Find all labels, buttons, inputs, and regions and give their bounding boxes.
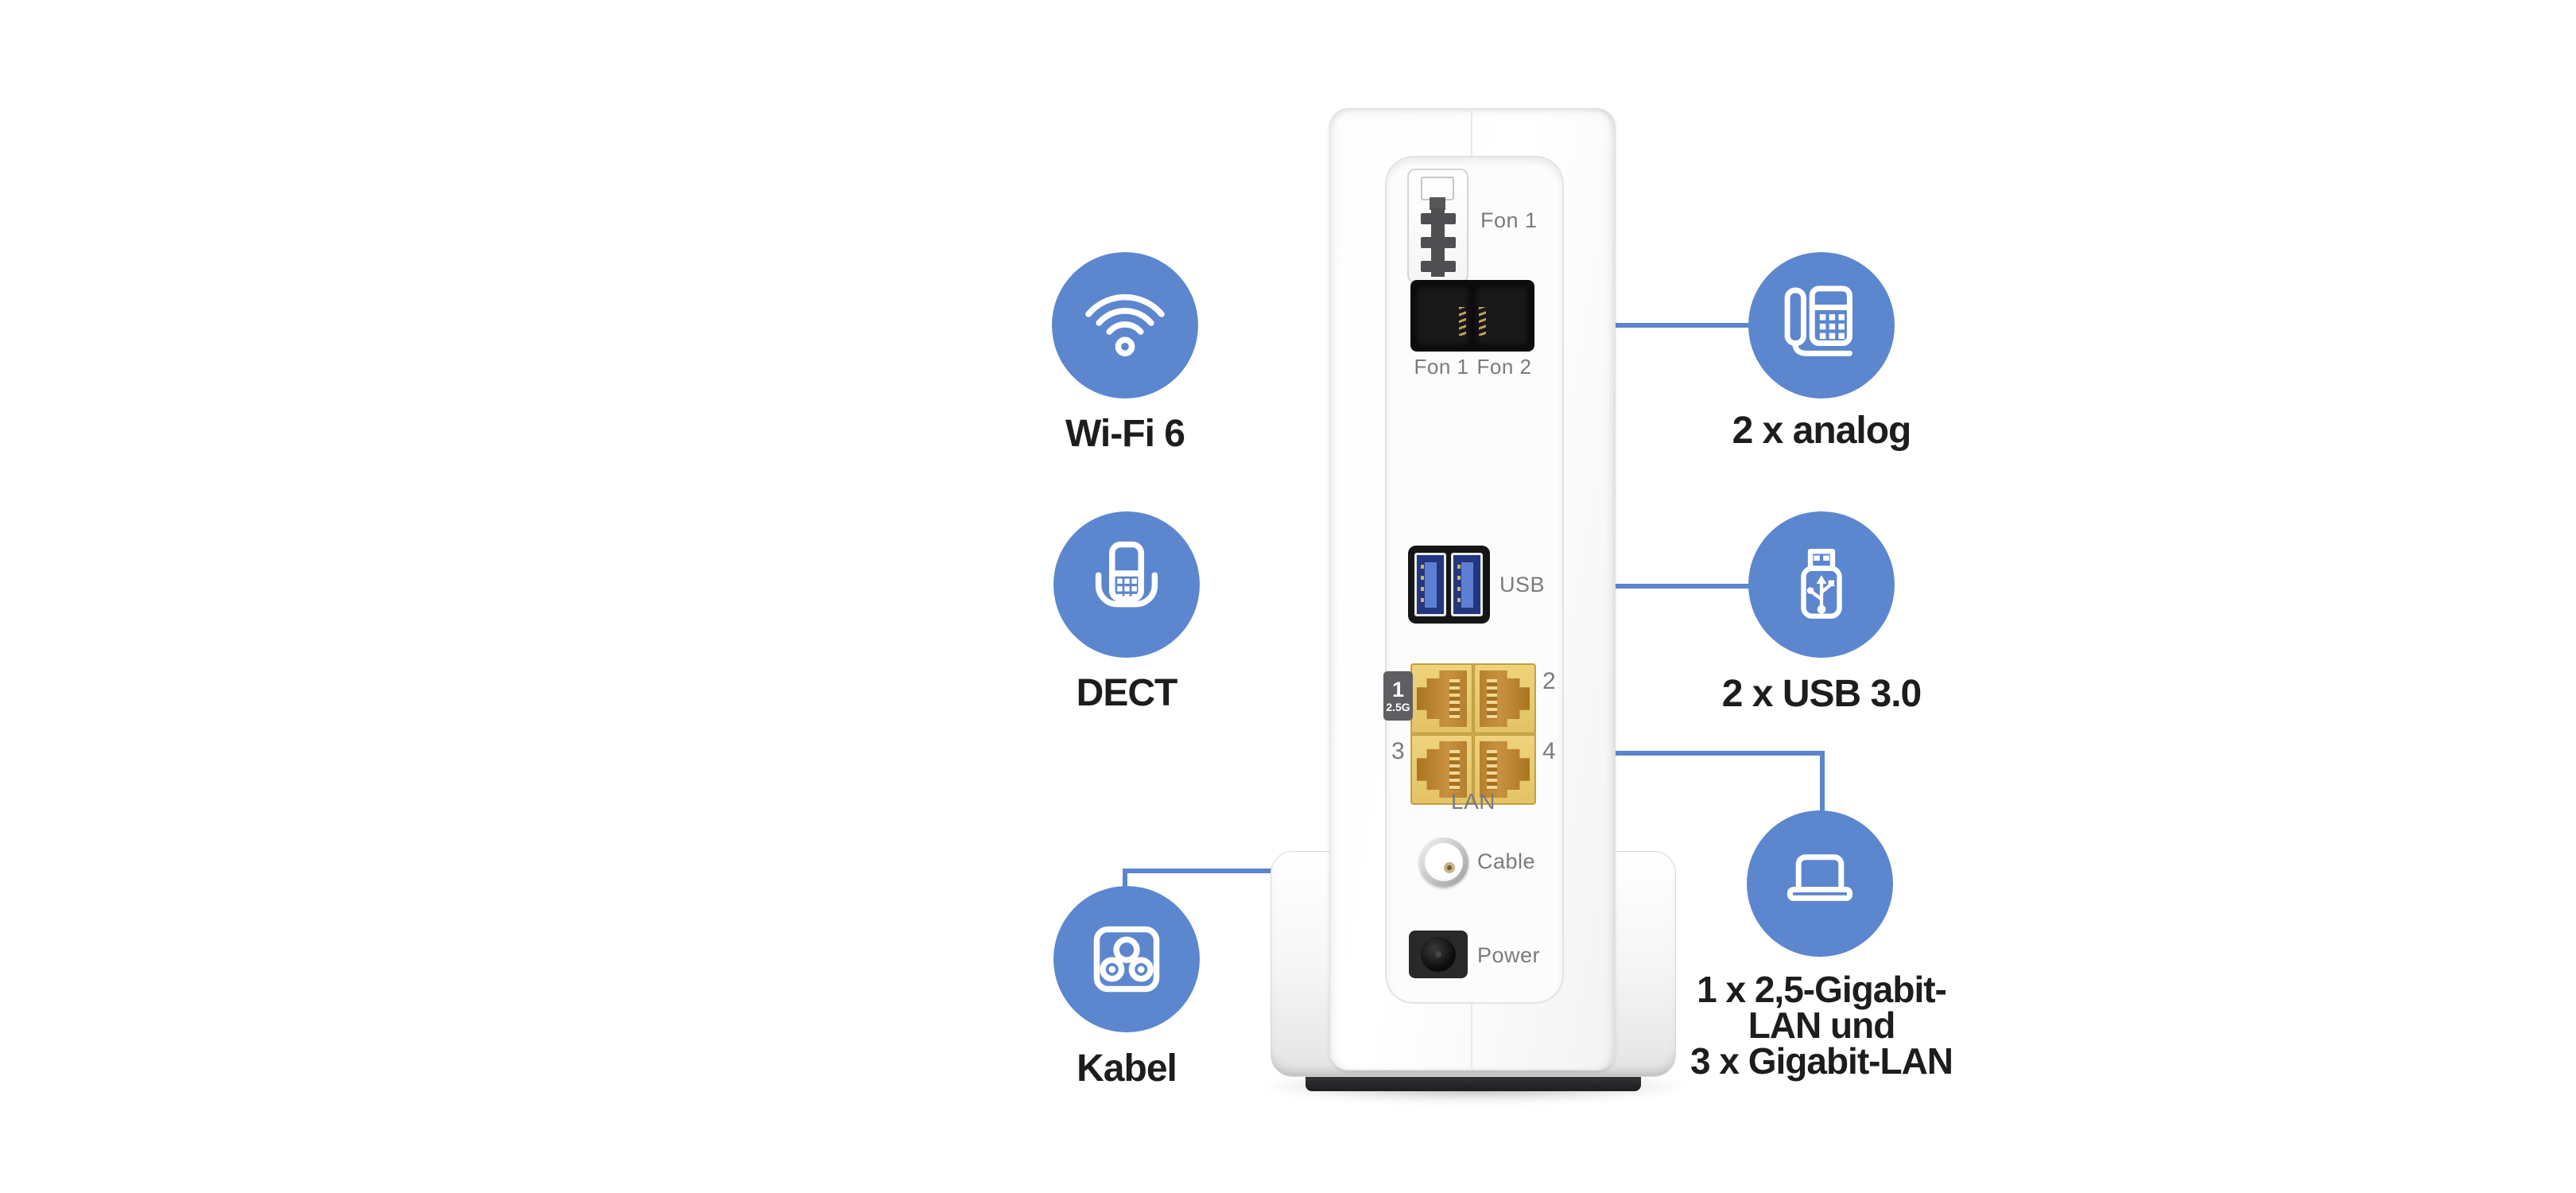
lan-port-4 — [1474, 735, 1535, 804]
lan-group-label: LAN — [1451, 789, 1496, 814]
feature-label-analog: 2 x analog — [1732, 410, 1912, 452]
usb-stick-icon — [1801, 548, 1842, 619]
cable-socket-icon — [1093, 926, 1160, 993]
feature-label-dect: DECT — [1076, 672, 1178, 714]
lan4-label: 4 — [1542, 738, 1557, 764]
callout-line-kabel-vertical — [1123, 869, 1127, 896]
power-jack — [1409, 931, 1468, 978]
feature-label-lan: 1 x 2,5-Gigabit- LAN und 3 x Gigabit-LAN — [1690, 969, 1953, 1082]
coax-cable-port — [1419, 837, 1468, 887]
lan3-label: 3 — [1391, 738, 1406, 764]
usb-port-1 — [1414, 553, 1446, 616]
usb-port-block — [1408, 546, 1490, 624]
lan-speed-badge: 1 2.5G — [1383, 671, 1413, 721]
callout-line-lan-vertical — [1820, 751, 1825, 819]
lan-port-1 — [1411, 664, 1472, 733]
fon-port-1 — [1415, 285, 1471, 347]
feature-circle-analog — [1748, 252, 1895, 398]
feature-label-kabel: Kabel — [1077, 1047, 1177, 1090]
router-bottom-seam — [1471, 1004, 1472, 1069]
fon-port-2 — [1474, 285, 1530, 347]
dect-phone-icon — [1095, 541, 1158, 608]
usb-port-label: USB — [1499, 573, 1546, 596]
callout-line-lan-horizontal — [1610, 751, 1825, 756]
laptop-icon — [1787, 854, 1853, 901]
wifi-icon — [1085, 293, 1165, 357]
feature-circle-lan — [1747, 810, 1893, 957]
fon1-port-label: Fon 1 — [1414, 355, 1469, 379]
desk-phone-icon — [1784, 286, 1852, 356]
cable-port-label: Cable — [1477, 849, 1536, 873]
router-top-seam — [1471, 110, 1472, 161]
callout-line-analog — [1610, 323, 1769, 328]
feature-label-usb: 2 x USB 3.0 — [1721, 673, 1922, 715]
fon2-port-label: Fon 2 — [1476, 355, 1532, 379]
lan-port-3 — [1411, 735, 1472, 804]
feature-circle-usb — [1748, 511, 1895, 658]
feature-circle-kabel — [1053, 886, 1200, 1032]
lan-port-grid — [1410, 663, 1536, 805]
callout-line-kabel-horizontal — [1123, 869, 1282, 873]
tae-fon-port — [1407, 169, 1468, 283]
feature-circle-wifi — [1052, 252, 1198, 398]
fon-port-block — [1410, 280, 1534, 352]
callout-line-usb — [1610, 584, 1769, 589]
lan-port-2 — [1474, 664, 1535, 733]
tae-connector — [1430, 197, 1445, 210]
lan2-label: 2 — [1542, 668, 1557, 694]
usb-port-2 — [1451, 553, 1483, 616]
feature-circle-dect — [1053, 511, 1200, 658]
power-port-label: Power — [1477, 943, 1541, 967]
feature-label-wifi: Wi-Fi 6 — [1065, 413, 1185, 455]
tae-port-label: Fon 1 — [1480, 208, 1538, 232]
